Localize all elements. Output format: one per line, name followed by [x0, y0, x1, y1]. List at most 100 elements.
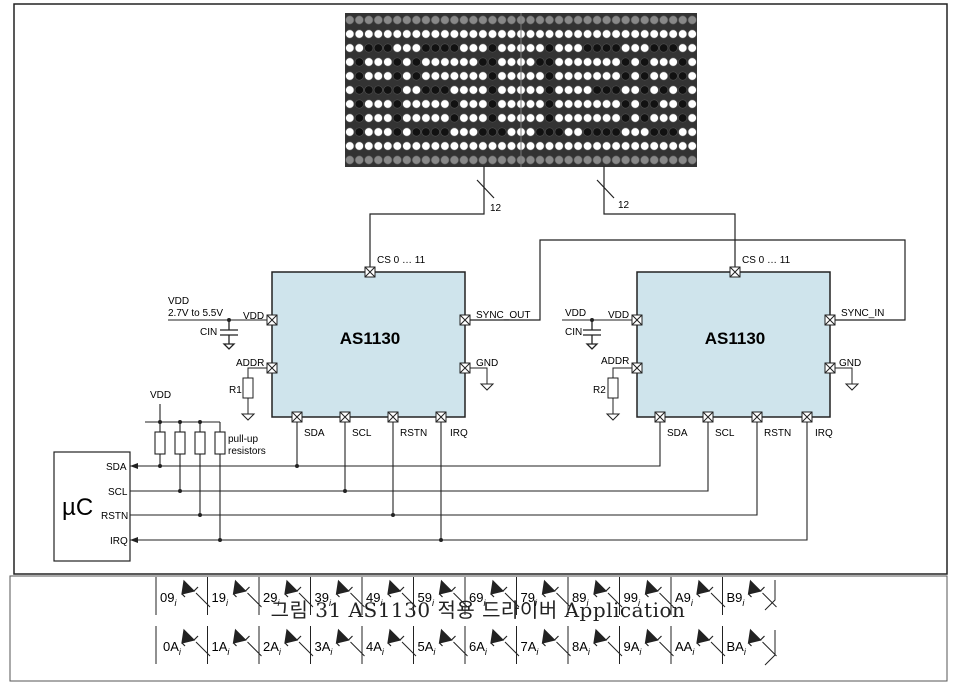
led-diode: [747, 579, 765, 598]
display-dot: [525, 99, 535, 109]
display-dot: [592, 71, 602, 81]
chip-2-sync-pin: SYNC_IN: [841, 308, 884, 319]
microcontroller-box: [53, 451, 131, 562]
display-dot: [678, 127, 688, 137]
display-dot: [678, 141, 688, 151]
display-dot: [544, 141, 554, 151]
display-dot: [468, 43, 478, 53]
display-dot: [402, 141, 412, 151]
chip-1-cs-label: CS 0 … 11: [377, 255, 426, 266]
led-diode: [284, 628, 302, 647]
display-dot: [573, 127, 583, 137]
display-dot: [392, 127, 402, 137]
display-dot: [592, 57, 602, 67]
led-diode: [438, 628, 456, 647]
display-dot: [468, 15, 478, 25]
display-dot: [611, 155, 621, 165]
display-dot: [487, 85, 497, 95]
microcontroller-label: µC: [62, 494, 93, 521]
display-dot: [373, 113, 383, 123]
display-dot: [583, 85, 593, 95]
display-dot: [449, 71, 459, 81]
chip-2-gnd-pin: GND: [839, 358, 861, 369]
display-dot: [402, 43, 412, 53]
display-dot: [525, 57, 535, 67]
led-label: 69i: [469, 590, 486, 608]
display-dot: [544, 29, 554, 39]
display-dot: [468, 29, 478, 39]
display-dot: [554, 127, 564, 137]
led-strip-end: [764, 580, 776, 666]
display-dot: [573, 99, 583, 109]
display-dot: [430, 43, 440, 53]
mcu-pin-rstn: RSTN: [101, 511, 128, 522]
display-dot: [640, 127, 650, 137]
display-dot: [668, 57, 678, 67]
display-dot: [583, 127, 593, 137]
display-dot: [525, 43, 535, 53]
chip-1-addr-pin: ADDR: [236, 358, 264, 369]
chip-2: AS1130 CS 0 … 11 VDD SYNC_IN ADDR GND SD…: [562, 255, 884, 439]
display-dot: [468, 57, 478, 67]
display-dot: [430, 15, 440, 25]
display-dot: [383, 113, 393, 123]
display-dot: [354, 71, 364, 81]
display-dot: [630, 99, 640, 109]
display-dot: [525, 85, 535, 95]
display-dot: [621, 113, 631, 123]
dot-matrix-display: [345, 13, 697, 167]
display-dot: [659, 57, 669, 67]
display-dot: [554, 113, 564, 123]
control-bus: [130, 422, 808, 541]
display-dot: [354, 29, 364, 39]
display-dot: [611, 85, 621, 95]
display-dot: [421, 29, 431, 39]
display-dot: [573, 29, 583, 39]
display-dot: [506, 15, 516, 25]
display-dot: [592, 43, 602, 53]
display-dot: [364, 99, 374, 109]
display-dot: [649, 43, 659, 53]
display-dot: [630, 85, 640, 95]
display-dot: [487, 29, 497, 39]
chip-1-rstn-pin: RSTN: [400, 428, 427, 439]
display-dot: [564, 127, 574, 137]
display-dot: [573, 155, 583, 165]
display-dot: [544, 57, 554, 67]
display-dot: [535, 141, 545, 151]
display-dot: [478, 141, 488, 151]
display-dot: [506, 71, 516, 81]
display-dot: [544, 155, 554, 165]
display-dot: [544, 43, 554, 53]
led-diode: [438, 579, 456, 598]
display-dot: [373, 85, 383, 95]
led-diode: [181, 628, 199, 647]
display-dot: [678, 57, 688, 67]
display-dot: [497, 29, 507, 39]
display-dot: [583, 141, 593, 151]
chip-2-body: [636, 271, 831, 418]
display-dot: [564, 29, 574, 39]
display-dot: [373, 99, 383, 109]
display-dot: [478, 85, 488, 95]
led-diode: [696, 628, 714, 647]
display-dot: [459, 113, 469, 123]
display-dot: [621, 99, 631, 109]
display-dot: [621, 15, 631, 25]
display-dot: [411, 29, 421, 39]
display-dot: [535, 155, 545, 165]
display-dot: [687, 99, 697, 109]
display-dot: [487, 43, 497, 53]
led-diode: [644, 579, 662, 598]
display-dot: [544, 99, 554, 109]
display-dot: [659, 71, 669, 81]
chip-2-title: AS1130: [705, 329, 766, 348]
display-dot: [592, 141, 602, 151]
display-dot: [525, 71, 535, 81]
display-dot: [383, 29, 393, 39]
display-dot: [449, 29, 459, 39]
display-dot: [402, 155, 412, 165]
pull-up-network: [145, 404, 226, 540]
display-dot: [383, 85, 393, 95]
led-diode: [490, 628, 508, 647]
